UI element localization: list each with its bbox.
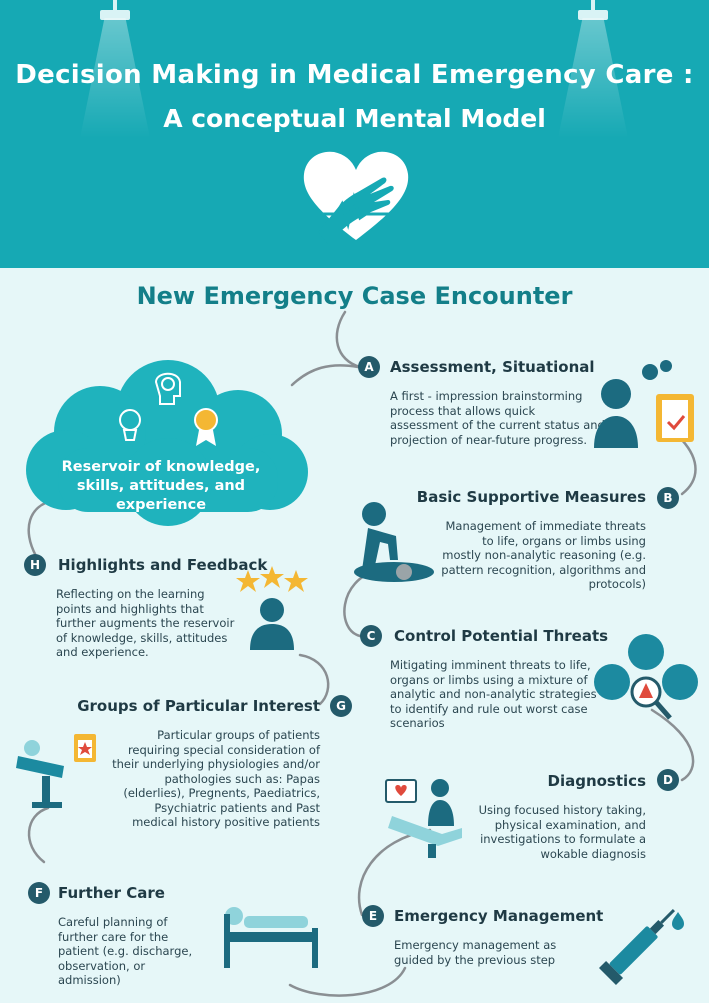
- lamp-rod: [591, 0, 595, 12]
- step-f-badge: F: [28, 882, 50, 904]
- step-a-title: Assessment, Situational: [390, 358, 595, 376]
- step-c-title: Control Potential Threats: [394, 627, 609, 645]
- step-g-badge: G: [330, 695, 352, 717]
- step-e-badge: E: [362, 905, 384, 927]
- doctor-stars-icon: [236, 566, 308, 650]
- header-banner: Decision Making in Medical Emergency Car…: [0, 0, 709, 268]
- step-b-text: Management of immediate threats to life,…: [441, 519, 646, 591]
- cloud-label: Reservoir of knowledge, skills, attitude…: [61, 459, 261, 513]
- doctor-thinking-icon: [594, 360, 694, 448]
- heart-hand-icon: [303, 151, 409, 244]
- step-h-title: Highlights and Feedback: [58, 556, 268, 574]
- hospital-bed-icon: [224, 907, 318, 968]
- step-h-text: Reflecting on the learning points and hi…: [56, 587, 235, 659]
- step-b-title: Basic Supportive Measures: [416, 488, 646, 506]
- page-title: Decision Making in Medical Emergency Car…: [15, 60, 694, 90]
- syringe-icon: [598, 908, 684, 986]
- step-a-text: A first - impression brainstorming proce…: [390, 389, 605, 447]
- examination-icon: [385, 779, 462, 858]
- step-c-badge: C: [360, 625, 382, 647]
- section-heading: New Emergency Case Encounter: [136, 282, 573, 310]
- step-g-text: Particular groups of patients requiring …: [112, 728, 320, 829]
- lamp-rod: [113, 0, 117, 12]
- step-b-badge: B: [657, 487, 679, 509]
- cpr-icon: [354, 502, 434, 582]
- step-d-text: Using focused history taking, physical e…: [478, 803, 646, 861]
- step-d-title: Diagnostics: [547, 772, 647, 790]
- lamp-icon: [100, 10, 130, 20]
- page-subtitle: A conceptual Mental Model: [163, 104, 546, 133]
- step-c-text: Mitigating imminent threats to life, org…: [390, 658, 597, 730]
- knowledge-cloud: [26, 360, 308, 526]
- step-e-text: Emergency management as guided by the pr…: [394, 938, 557, 967]
- step-h-badge: H: [24, 554, 46, 576]
- organs-magnifier-icon: [594, 634, 698, 720]
- step-g-title: Groups of Particular Interest: [77, 697, 320, 715]
- step-f-title: Further Care: [58, 884, 165, 902]
- step-f-text: Careful planning of further care for the…: [58, 915, 193, 987]
- patient-bed-icon: [16, 734, 96, 808]
- step-e-title: Emergency Management: [394, 907, 604, 925]
- lamp-icon: [578, 10, 608, 20]
- step-d-badge: D: [657, 769, 679, 791]
- step-a-badge: A: [358, 356, 380, 378]
